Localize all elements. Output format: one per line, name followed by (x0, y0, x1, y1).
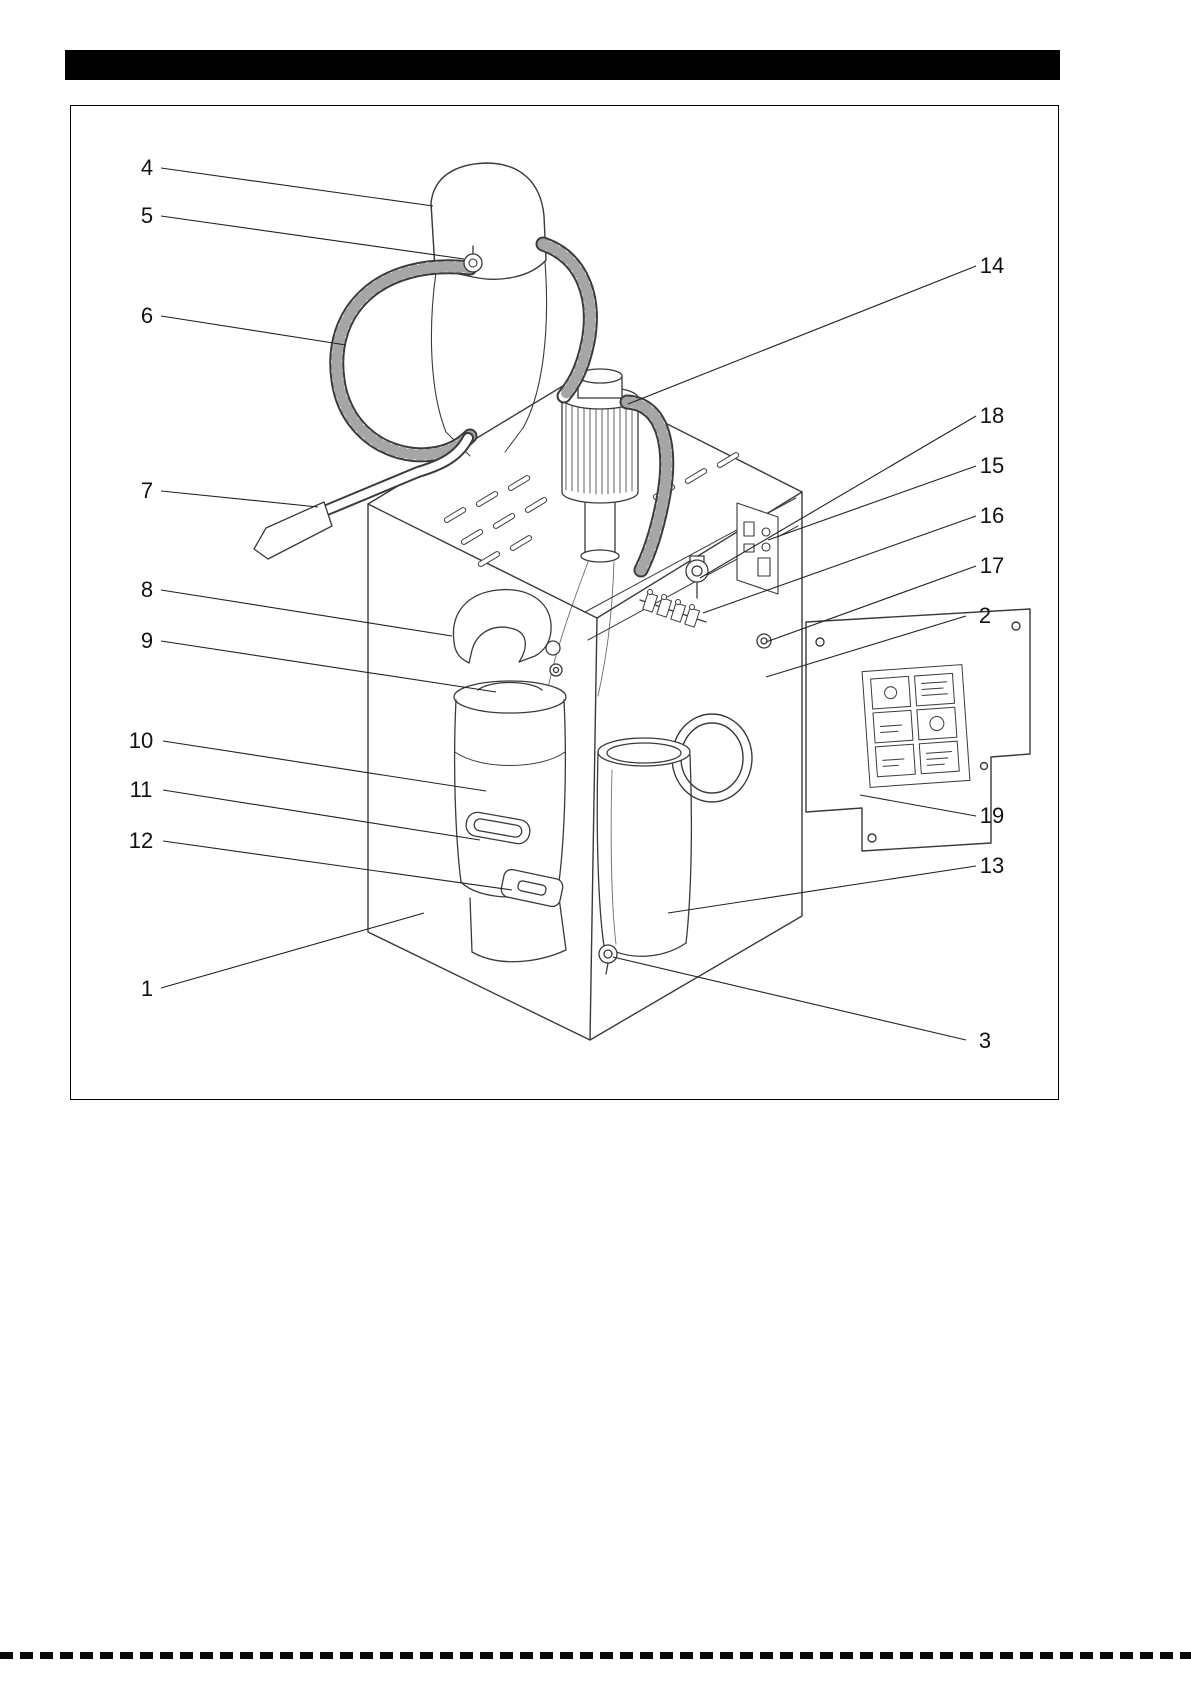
callout-6: 6 (140, 303, 154, 328)
callout-19: 19 (979, 803, 1005, 828)
side-panel (805, 608, 1031, 852)
callout-11: 11 (129, 777, 153, 802)
callout-17: 17 (979, 553, 1005, 578)
callout-2: 2 (978, 603, 992, 628)
callout-15: 15 (979, 453, 1005, 478)
callout-13: 13 (979, 853, 1005, 878)
header-bar (65, 50, 1060, 80)
callout-7: 7 (140, 478, 154, 503)
exhaust-hose (619, 394, 675, 578)
callout-12: 12 (128, 828, 154, 853)
nozzle (253, 501, 333, 560)
warning-label (861, 664, 971, 788)
hose-assembly (253, 162, 598, 560)
callout-1: 1 (140, 976, 154, 1001)
leader-lines (160, 167, 977, 1041)
cabinet (367, 377, 803, 1041)
motor (561, 368, 639, 563)
callout-5: 5 (140, 203, 154, 228)
callout-16: 16 (979, 503, 1005, 528)
callout-4: 4 (140, 155, 154, 180)
callout-9: 9 (140, 628, 154, 653)
interior-components (452, 502, 779, 975)
cut-line (0, 1652, 1191, 1659)
callout-18: 18 (979, 403, 1005, 428)
callout-14: 14 (979, 253, 1005, 278)
callout-3: 3 (978, 1028, 992, 1053)
callout-10: 10 (128, 728, 154, 753)
handle (452, 588, 552, 664)
callout-8: 8 (140, 577, 154, 602)
